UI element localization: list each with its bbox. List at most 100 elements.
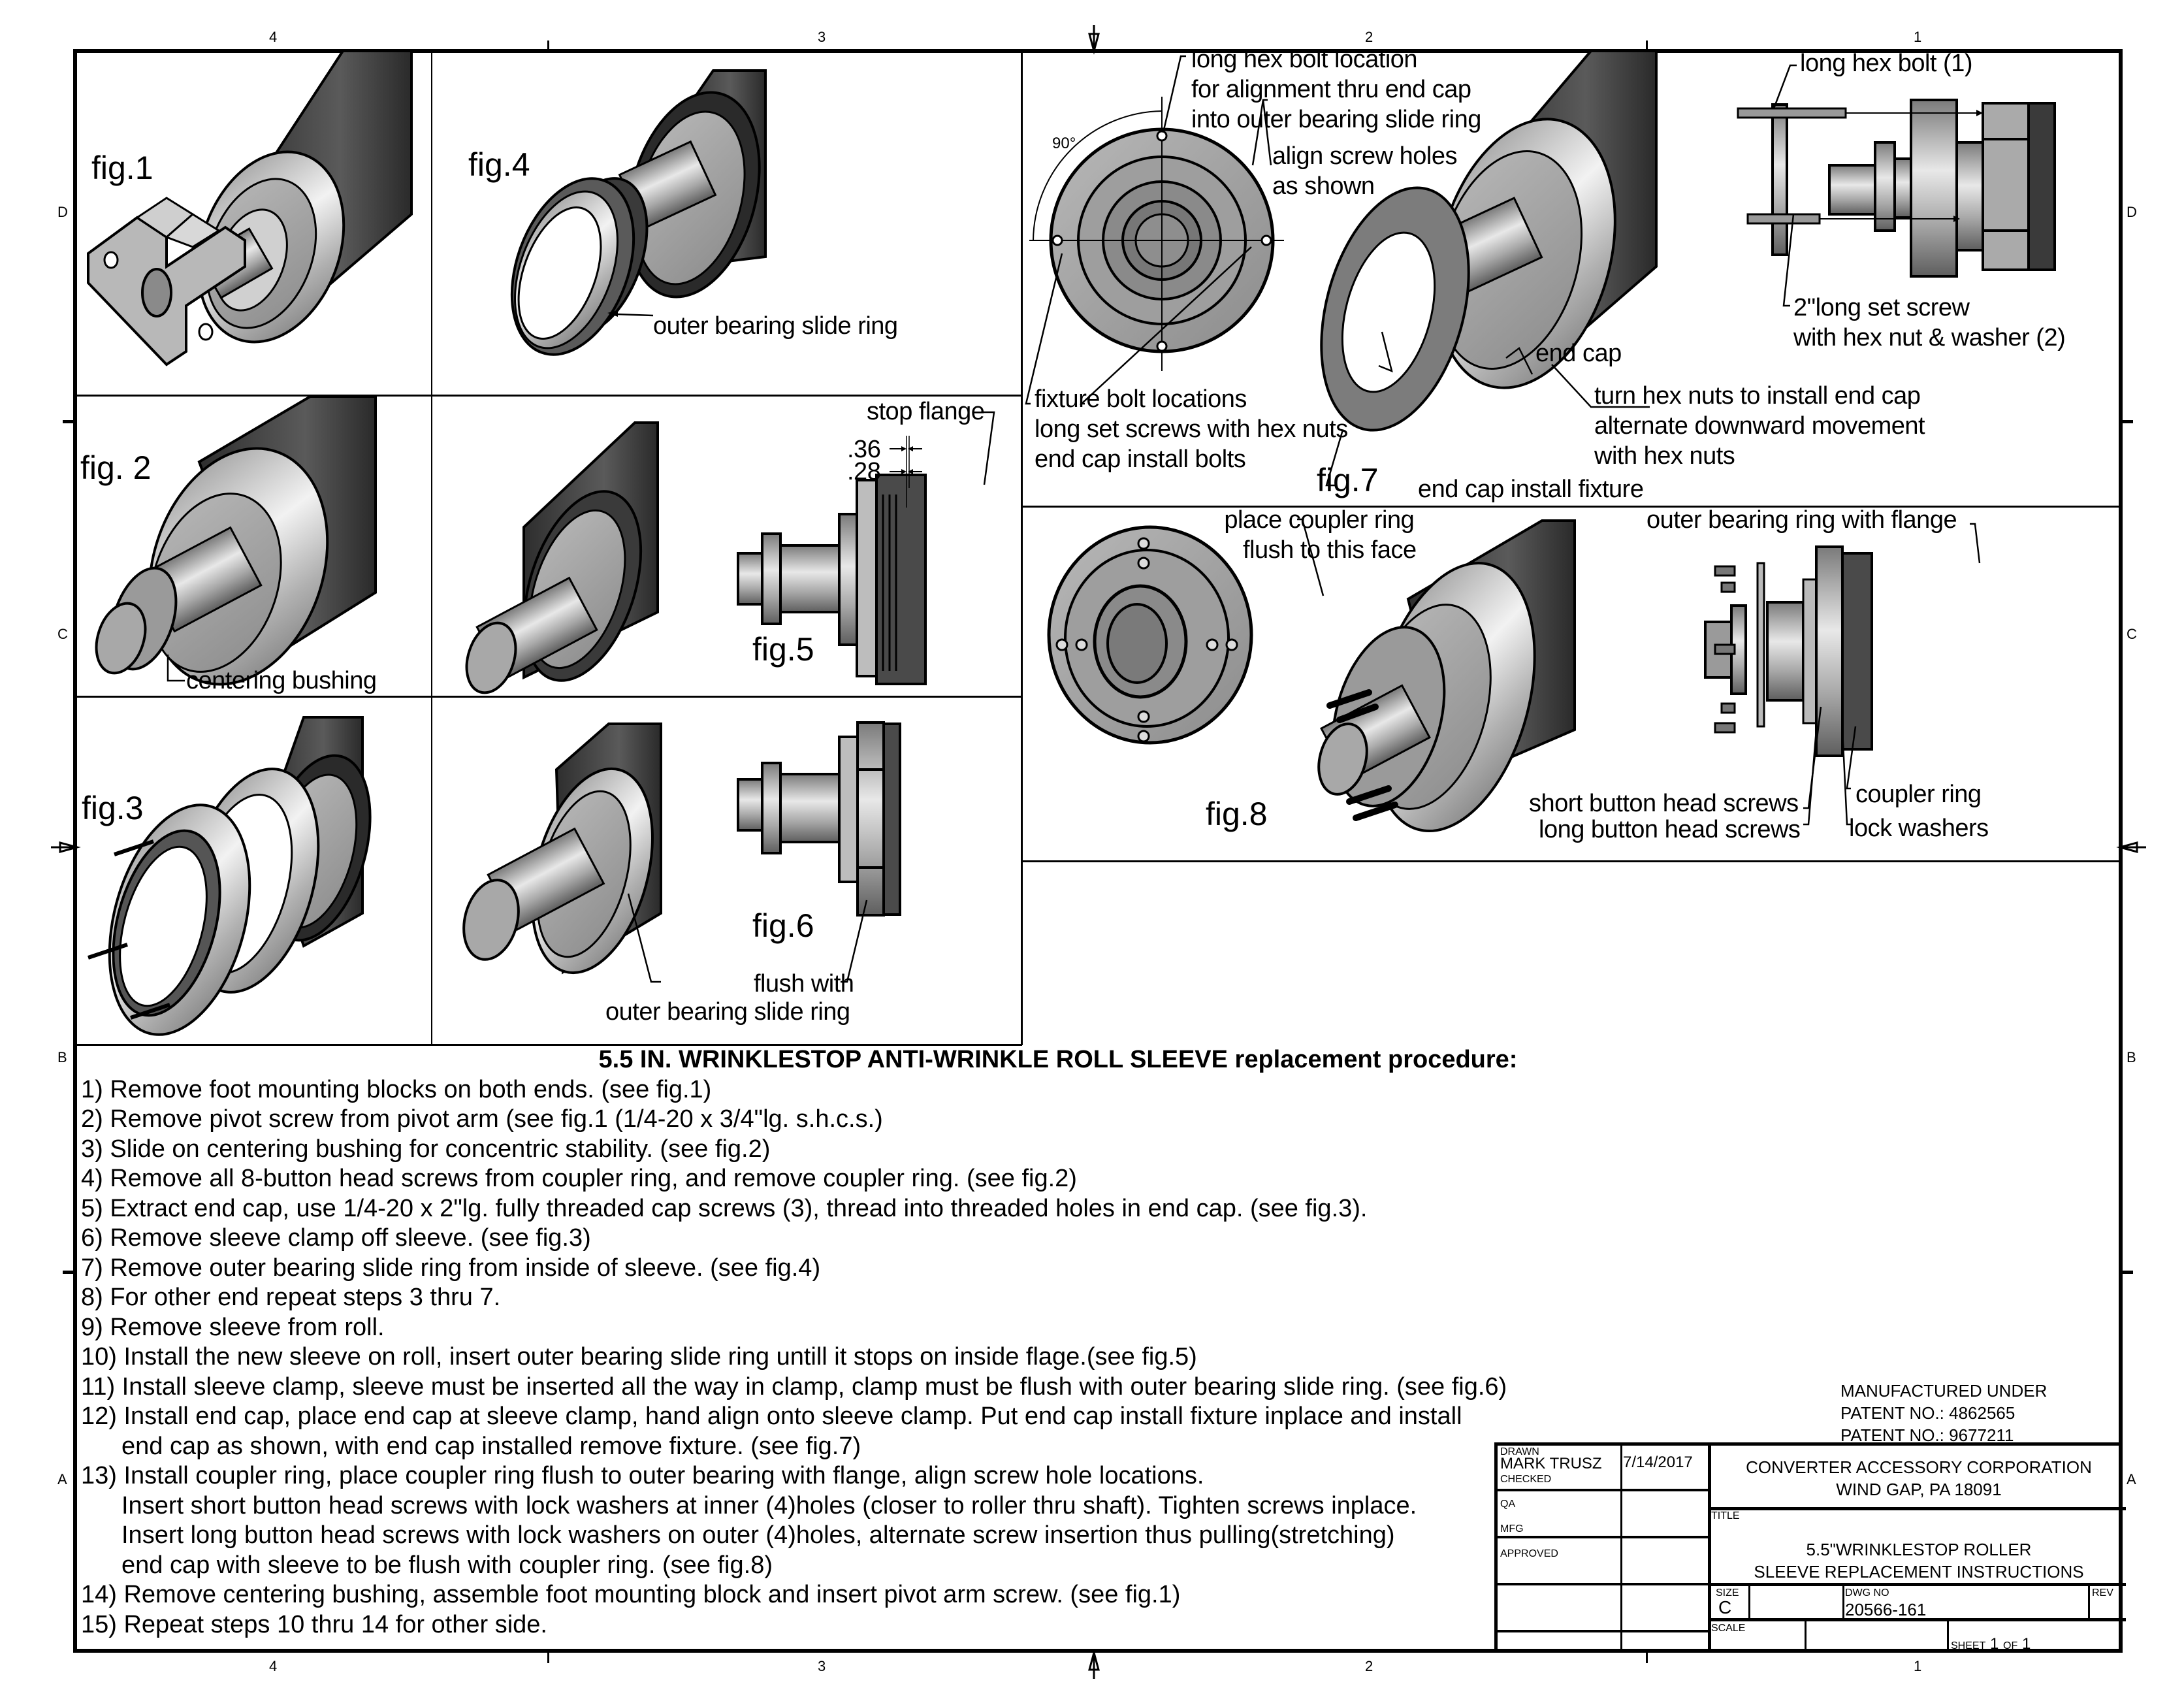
tb-title: 5.5"WRINKLESTOP ROLLER SLEEVE REPLACEMEN…	[1713, 1538, 2125, 1583]
procedure-step: 13) Install coupler ring, place coupler …	[81, 1462, 1204, 1489]
fig7-callout-set-screw: 2"long set screw with hex nut & washer (…	[1793, 293, 2066, 353]
fig7-callout-fixture-bolts: fixture bolt locations long set screws w…	[1035, 384, 1348, 474]
tb-divider	[2088, 1585, 2090, 1619]
procedure-section: 5.5 IN. WRINKLESTOP ANTI-WRINKLE ROLL SL…	[81, 1045, 1518, 1640]
zone-label-left: A	[57, 1471, 67, 1487]
procedure-step: 5) Extract end cap, use 1/4-20 x 2"lg. f…	[81, 1194, 1368, 1222]
figure-panel-fig3: fig.3	[75, 698, 431, 1044]
tb-sheet: SHEET 1 OF 1	[1951, 1635, 2031, 1653]
tb-divider	[1947, 1620, 1949, 1653]
zone-label-right: B	[2127, 1049, 2136, 1065]
tb-title-line: SLEEVE REPLACEMENT INSTRUCTIONS	[1754, 1562, 2084, 1582]
fig3-label: fig.3	[82, 790, 144, 826]
tb-dwg-label: DWG NO	[1845, 1587, 1889, 1599]
panel-divider	[431, 51, 432, 1044]
fig6-callout-flush-with: flush with	[754, 970, 854, 998]
border-tick	[547, 41, 549, 51]
procedure-step: 2) Remove pivot screw from pivot arm (se…	[81, 1105, 883, 1133]
tb-size-value: C	[1718, 1597, 1732, 1617]
fig2-callout-centering-bushing: centering bushing	[186, 667, 377, 694]
callout-line: with hex nuts	[1594, 442, 1735, 470]
end-cap-install-drawing	[1029, 50, 2056, 432]
center-mark-top-icon	[1088, 25, 1100, 55]
zone-label-left: B	[57, 1049, 67, 1065]
zone-label-left: C	[57, 626, 68, 642]
procedure-step: 10) Install the new sleeve on roll, inse…	[81, 1343, 1197, 1371]
procedure-step: 7) Remove outer bearing slide ring from …	[81, 1254, 821, 1282]
fig7-callout-end-cap: end cap	[1535, 340, 1622, 367]
tb-size-label: SIZE	[1716, 1587, 1739, 1599]
fig8-callout-coupler-ring: coupler ring	[1855, 781, 1982, 808]
border-tick	[1646, 1651, 1648, 1663]
center-mark-bottom-icon	[1088, 1649, 1100, 1679]
fig7-callout-hex-bolt-location: long hex bolt location for alignment thr…	[1191, 44, 1481, 135]
zone-label-bottom: 3	[818, 1658, 826, 1674]
procedure-steps: 1) Remove foot mounting blocks on both e…	[81, 1075, 1518, 1640]
tb-sheet-value: 1	[1990, 1635, 1999, 1653]
procedure-step: 14) Remove centering bushing, assemble f…	[81, 1581, 1181, 1608]
figure-panel-fig2: fig. 2 centering bushing	[75, 395, 431, 696]
zone-label-top: 3	[818, 29, 826, 45]
tb-scale-label: SCALE	[1711, 1623, 1746, 1634]
tb-divider	[1498, 1583, 1708, 1585]
callout-line: for alignment thru end cap	[1191, 76, 1471, 103]
centering-bushing-drawing	[95, 395, 377, 686]
panel-divider	[1021, 860, 2121, 862]
fig7-callout-long-hex-bolt: long hex bolt (1)	[1800, 50, 1973, 77]
tb-divider	[1708, 1618, 2126, 1621]
fig6-callout-outer-bearing-slide-ring: outer bearing slide ring	[605, 998, 850, 1026]
outer-bearing-slide-ring-drawing	[510, 69, 767, 356]
panel-divider	[75, 696, 1022, 698]
tb-rev-label: REV	[2092, 1587, 2113, 1599]
procedure-title: 5.5 IN. WRINKLESTOP ANTI-WRINKLE ROLL SL…	[0, 1045, 1711, 1075]
fig7-callout-end-cap-fixture: end cap install fixture	[1418, 476, 1644, 503]
callout-line: long hex bolt location	[1191, 46, 1418, 73]
procedure-title-rest: replacement procedure:	[1227, 1046, 1518, 1073]
procedure-step-continuation: Insert short button head screws with loc…	[121, 1491, 1417, 1519]
tb-drawn-label: DRAWN	[1500, 1446, 1539, 1457]
zone-label-top: 4	[269, 29, 278, 45]
tb-qa-label: QA	[1500, 1499, 1516, 1510]
panel-divider	[75, 395, 1022, 397]
fig8-callout-long-screws: long button head screws	[1539, 816, 1801, 843]
patent-line: MANUFACTURED UNDER	[1840, 1381, 2048, 1401]
tb-drawn-by: MARK TRUSZ	[1500, 1455, 1602, 1472]
tb-divider	[1805, 1620, 1807, 1653]
fig8-label: fig.8	[1206, 796, 1268, 832]
zone-label-bottom: 4	[269, 1658, 278, 1674]
fig4-label: fig.4	[468, 146, 530, 183]
callout-line: with hex nut & washer (2)	[1793, 324, 2066, 351]
border-tick	[63, 420, 74, 423]
fig5-dimension-036: .36	[847, 436, 881, 463]
callout-line: as shown	[1272, 172, 1375, 200]
zone-label-bottom: 1	[1914, 1658, 1922, 1674]
sleeve-clamp-drawing	[88, 716, 372, 1036]
callout-line: into outer bearing slide ring	[1191, 106, 1481, 133]
procedure-step: 9) Remove sleeve from roll.	[81, 1313, 385, 1341]
tb-company: CONVERTER ACCESSORY CORPORATION WIND GAP…	[1713, 1456, 2125, 1501]
panel-divider	[75, 1044, 1022, 1046]
center-mark-left-icon	[51, 841, 81, 853]
procedure-step-continuation: end cap as shown, with end cap installed…	[121, 1432, 861, 1460]
fig5-dimension-028: .28	[847, 458, 881, 485]
callout-line: alternate downward movement	[1594, 412, 1925, 440]
tb-mfg-label: MFG	[1500, 1523, 1524, 1534]
leader-stop-flange	[981, 411, 995, 485]
procedure-step: 15) Repeat steps 10 thru 14 for other si…	[81, 1610, 547, 1638]
tb-divider	[1498, 1489, 1708, 1491]
tb-title-label: TITLE	[1711, 1510, 1740, 1521]
tb-divider	[1748, 1585, 1750, 1619]
stop-flange-drawing	[465, 421, 927, 694]
callout-line: long set screws with hex nuts	[1035, 415, 1348, 443]
fig8-leader-lines	[1297, 518, 1981, 826]
tb-drawn-date: 7/14/2017	[1623, 1453, 1693, 1471]
fig4-callout-outer-bearing-slide-ring: outer bearing slide ring	[653, 312, 898, 340]
tb-company-address: WIND GAP, PA 18091	[1836, 1480, 2002, 1499]
callout-line: end cap install bolts	[1035, 446, 1246, 473]
callout-line: turn hex nuts to install end cap	[1594, 382, 1921, 410]
callout-line: 2"long set screw	[1793, 294, 1970, 321]
patent-number: PATENT NO.: 9677211	[1840, 1425, 2014, 1445]
patent-number: PATENT NO.: 4862565	[1840, 1403, 2015, 1423]
fig5-label: fig.5	[752, 631, 814, 668]
fig8-callout-outer-bearing-ring: outer bearing ring with flange	[1646, 506, 1957, 534]
